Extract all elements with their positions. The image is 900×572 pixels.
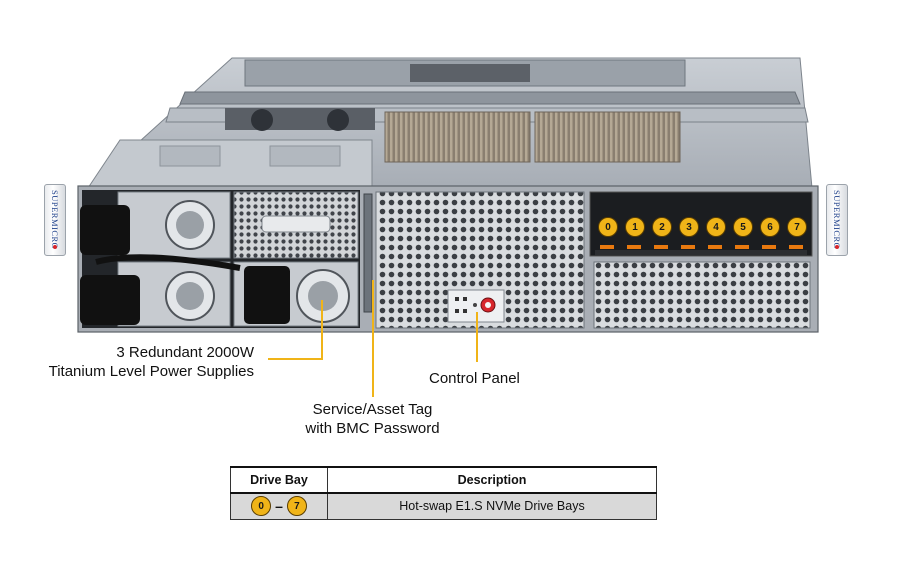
drive-bay-badge-0: 0 — [598, 217, 618, 237]
leader-service-tag — [372, 280, 374, 397]
drive-bay-badge-3: 3 — [679, 217, 699, 237]
cross-rail — [179, 91, 801, 105]
callout-power-supplies-line2: Titanium Level Power Supplies — [48, 363, 254, 380]
range-end-badge: 7 — [286, 496, 307, 517]
callout-service-tag-line2: with BMC Password — [305, 420, 440, 437]
heatsink-left — [384, 111, 531, 163]
rack-ear-left: SUPERMICRO — [44, 184, 66, 256]
brand-logo-left: SUPERMICRO — [50, 190, 60, 250]
drive-bay-badge-6: 6 — [760, 217, 780, 237]
leader-psu-vertical — [321, 300, 323, 360]
internal-fans — [225, 108, 375, 131]
lower-vent — [593, 261, 811, 329]
cell-drive-bay-range: 0 – 7 — [230, 492, 328, 520]
header-description: Description — [327, 466, 657, 494]
cell-description: Hot-swap E1.S NVMe Drive Bays — [327, 492, 657, 520]
brand-logo-right: SUPERMICRO — [832, 190, 842, 250]
callout-power-supplies-line1: 3 Redundant 2000W — [116, 344, 254, 361]
leader-control-panel — [476, 312, 478, 362]
heatsink-right — [534, 111, 681, 163]
service-tag-strip — [363, 193, 373, 313]
power-supply-bays — [80, 190, 360, 328]
callout-service-tag: Service/Asset Tag with BMC Password — [300, 400, 445, 438]
drive-bay-badge-7: 7 — [787, 217, 807, 237]
callout-service-tag-line1: Service/Asset Tag — [312, 401, 433, 418]
range-separator: – — [275, 498, 283, 515]
drive-bay-badge-4: 4 — [706, 217, 726, 237]
header-drive-bay: Drive Bay — [230, 466, 328, 494]
drive-bay-badge-2: 2 — [652, 217, 672, 237]
callout-power-supplies: 3 Redundant 2000W Titanium Level Power S… — [49, 343, 254, 381]
drive-bay-table: Drive Bay Description 0 – 7 Hot-swap E1.… — [230, 466, 657, 520]
callout-control-panel: Control Panel — [429, 370, 520, 387]
range-start-badge: 0 — [251, 496, 272, 517]
table-header-row: Drive Bay Description — [230, 466, 657, 494]
drive-bay-badge-5: 5 — [733, 217, 753, 237]
rack-ear-right: SUPERMICRO — [826, 184, 848, 256]
leader-psu-horizontal — [268, 358, 323, 360]
drive-bay-badge-1: 1 — [625, 217, 645, 237]
brand-dot-right — [835, 245, 839, 249]
drive-bay-latches — [600, 245, 803, 249]
brand-dot-left — [53, 245, 57, 249]
server-illustration — [77, 57, 819, 333]
table-row: 0 – 7 Hot-swap E1.S NVMe Drive Bays — [230, 492, 657, 520]
